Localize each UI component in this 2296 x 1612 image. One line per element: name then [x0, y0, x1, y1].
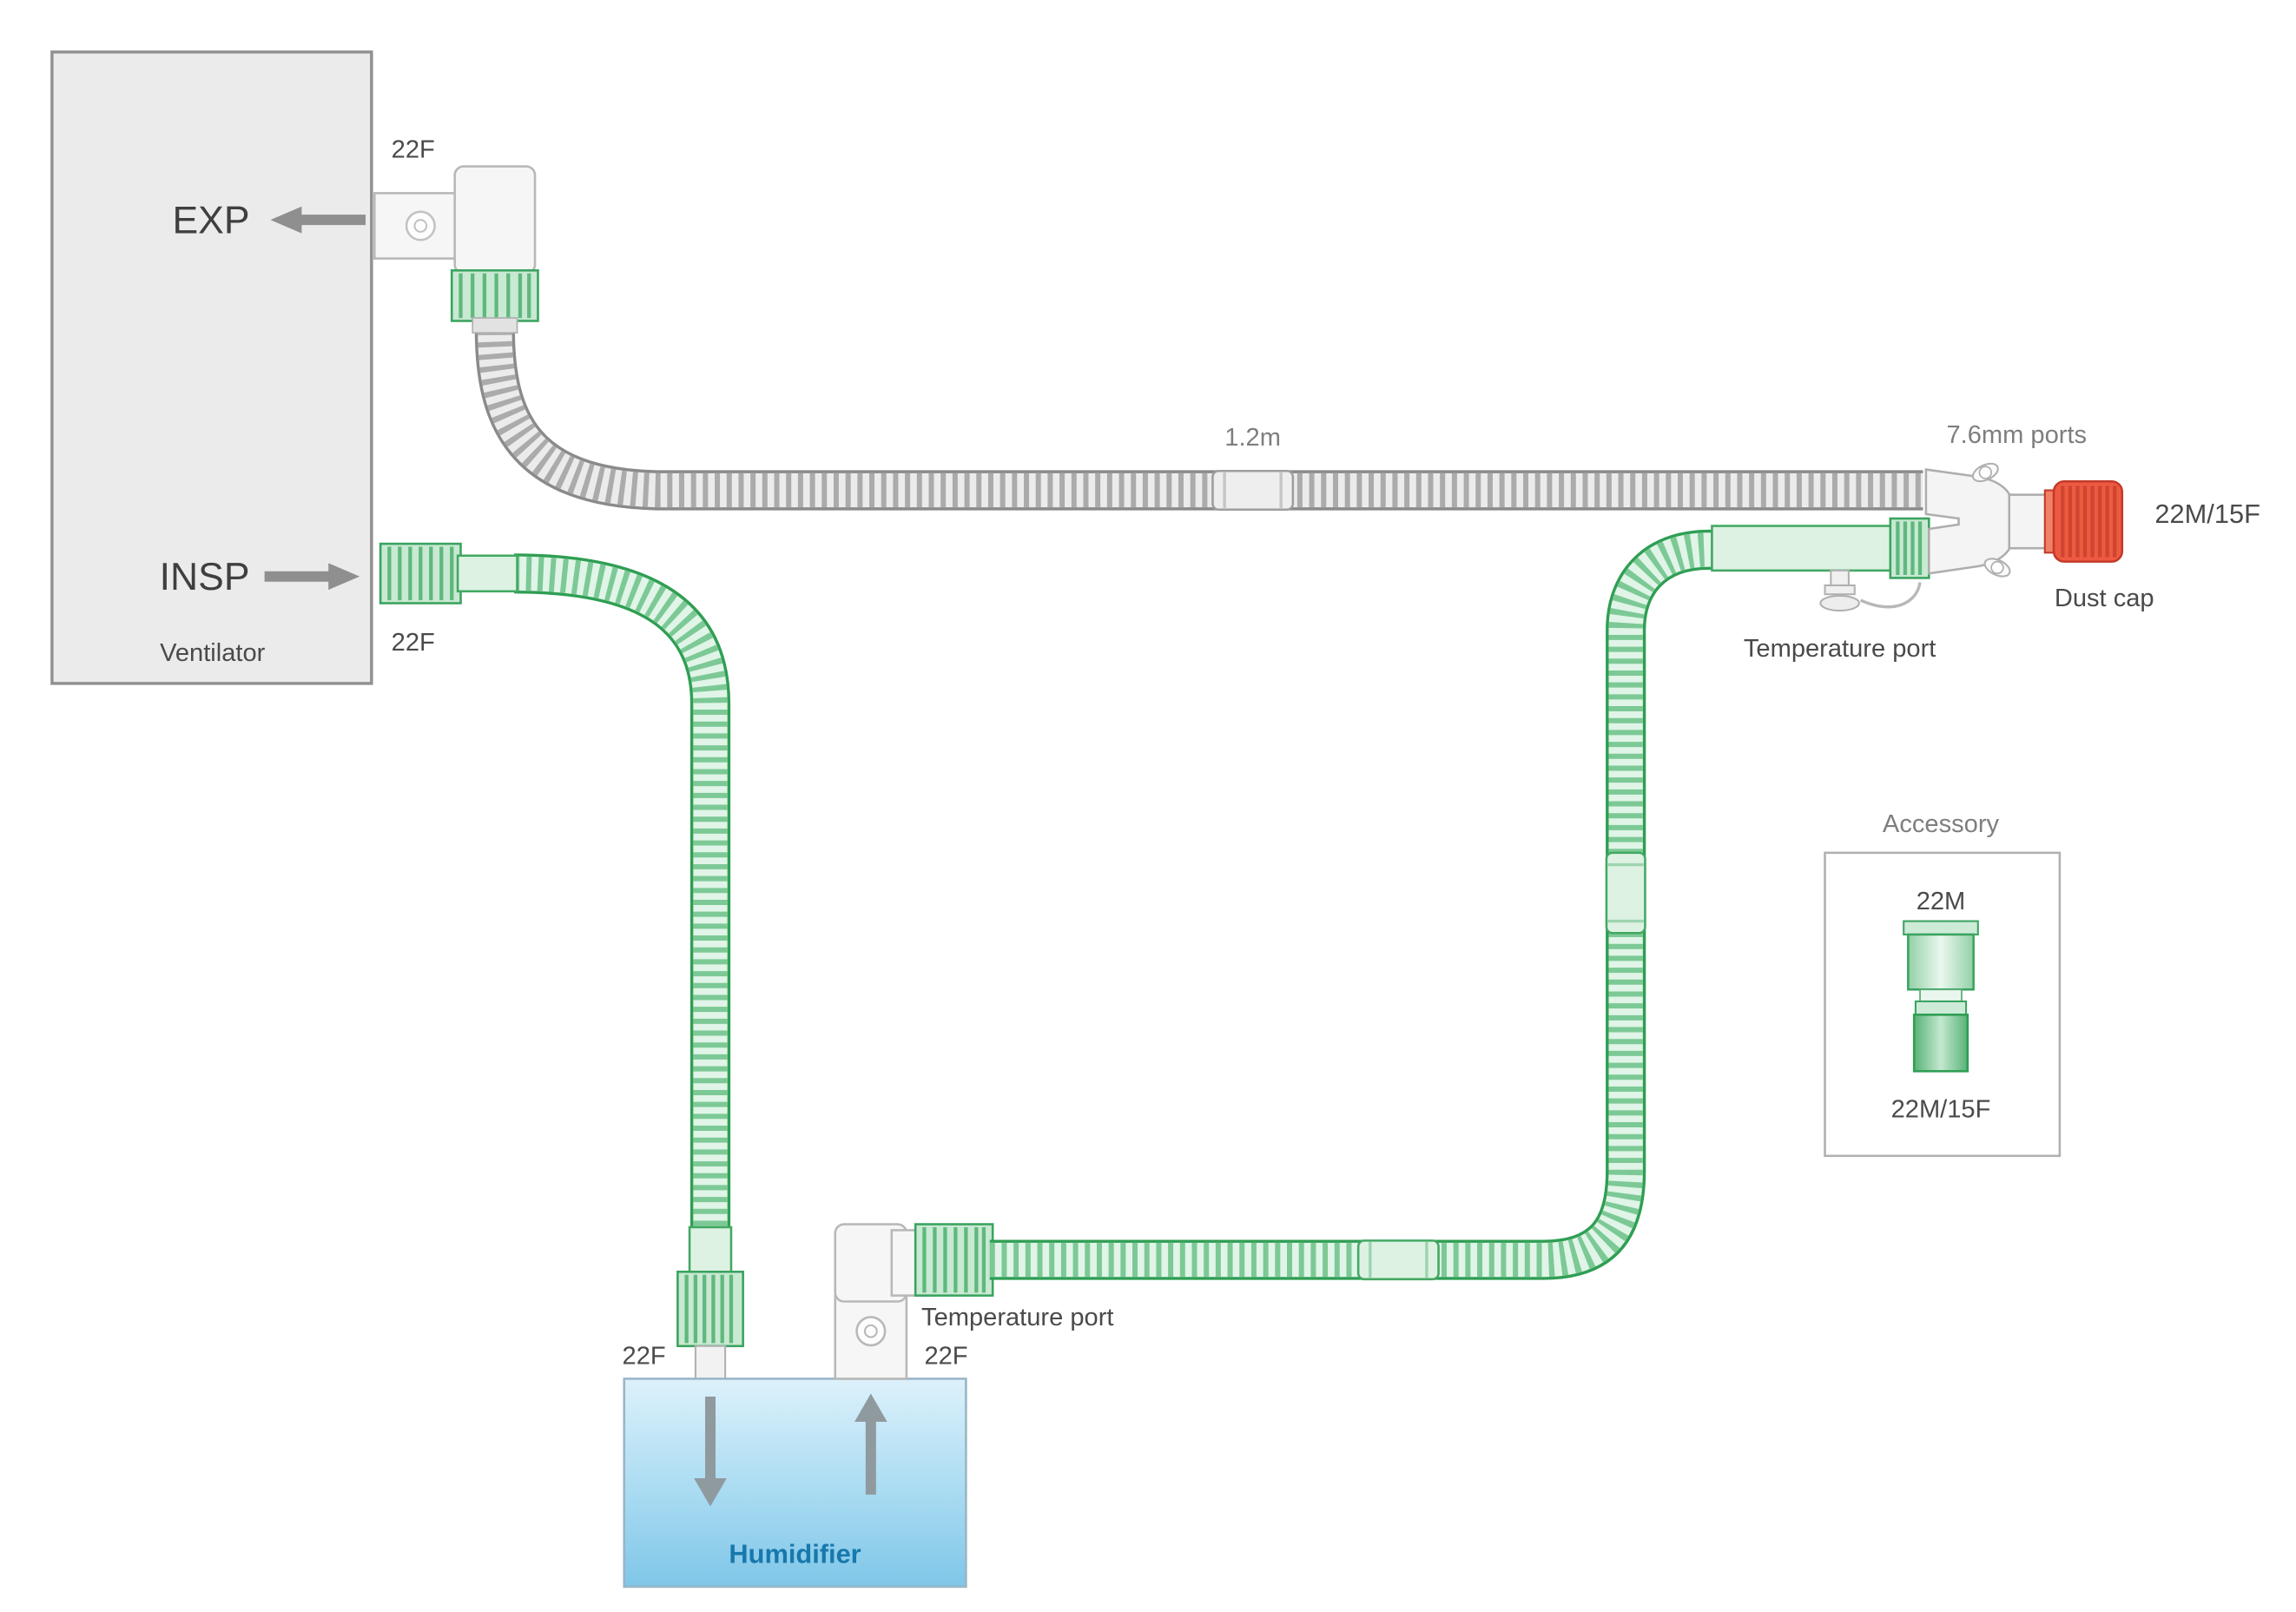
insp-22f-label: 22F: [392, 629, 435, 657]
expiratory-tube: [474, 329, 1923, 512]
inspiratory-tube-upper: [379, 542, 744, 1380]
humidifier-inlet-cuff: [676, 1270, 744, 1348]
elbow-green-cuff: [914, 1223, 994, 1297]
elbow-22f-label: 22F: [924, 1342, 967, 1370]
humidifier-label: Humidifier: [729, 1539, 861, 1569]
humidifier-outflow-arrow-icon: [854, 1393, 887, 1495]
ventilator-box: EXP INSP Ventilator: [50, 50, 373, 685]
humidifier-elbow-connector: [834, 1223, 994, 1380]
insp-cuff-ridges: [387, 546, 454, 601]
dust-cap: [2043, 479, 2124, 563]
wye-green-cuff: [1889, 517, 1930, 579]
inlet-cuff-ridges: [684, 1274, 734, 1344]
humidifier-body: [623, 1377, 967, 1589]
exp-elbow-connector: [373, 165, 539, 334]
wye-temperature-port-label: Temperature port: [1744, 635, 1936, 663]
wye-port-cap-top-icon: [1971, 462, 1999, 483]
elbow-cuff-ridges: [922, 1226, 986, 1293]
wye-connector: [1924, 462, 2052, 578]
insp-inline-connector-horizontal: [1356, 1239, 1440, 1281]
exp-22f-label: 22F: [392, 135, 435, 163]
ports-label: 7.6mm ports: [1946, 421, 2087, 449]
exp-arrow-icon: [270, 206, 366, 234]
humidifier-inflow-arrow-icon: [694, 1396, 727, 1507]
exp-label: EXP: [172, 200, 249, 242]
wye-temperature-port: [1819, 569, 1922, 612]
accessory-22m15f-label: 22M/15F: [1891, 1095, 1991, 1123]
exp-green-cuff: [450, 269, 539, 322]
elbow-temperature-port-label: Temperature port: [921, 1304, 1113, 1331]
humidifier-inlet-22f-label: 22F: [623, 1342, 666, 1370]
insp-label: INSP: [160, 556, 250, 598]
humidifier-box: Humidifier: [623, 1377, 967, 1589]
dust-cap-ribs: [2061, 486, 2117, 558]
accessory-adapter-icon: [1903, 920, 1979, 1073]
inspiratory-tube-lower: [989, 529, 1725, 1281]
patient-connector-label: 22M/15F: [2154, 499, 2260, 529]
expiratory-inline-connector: [1211, 469, 1295, 512]
tube-length-label: 1.2m: [1224, 424, 1281, 452]
insp-inline-connector-vertical: [1605, 851, 1646, 935]
elbow-temperature-port-icon: [855, 1316, 887, 1347]
insp-green-cuff: [379, 542, 462, 604]
exp-cuff-ridges: [459, 273, 531, 319]
accessory-box: 22M 22M/15F: [1824, 851, 2062, 1158]
wye-cuff-ridges: [1896, 521, 1923, 576]
accessory-title: Accessory: [1883, 810, 2000, 838]
wye-inspiratory-connector: [1711, 517, 1930, 612]
dust-cap-label: Dust cap: [2055, 585, 2154, 612]
wye-port-cap-bottom-icon: [1983, 558, 2011, 578]
accessory-22m-label: 22M: [1917, 888, 1966, 915]
elbow-port-icon: [405, 210, 436, 241]
insp-arrow-icon: [264, 563, 360, 591]
ventilator-label: Ventilator: [160, 639, 266, 667]
